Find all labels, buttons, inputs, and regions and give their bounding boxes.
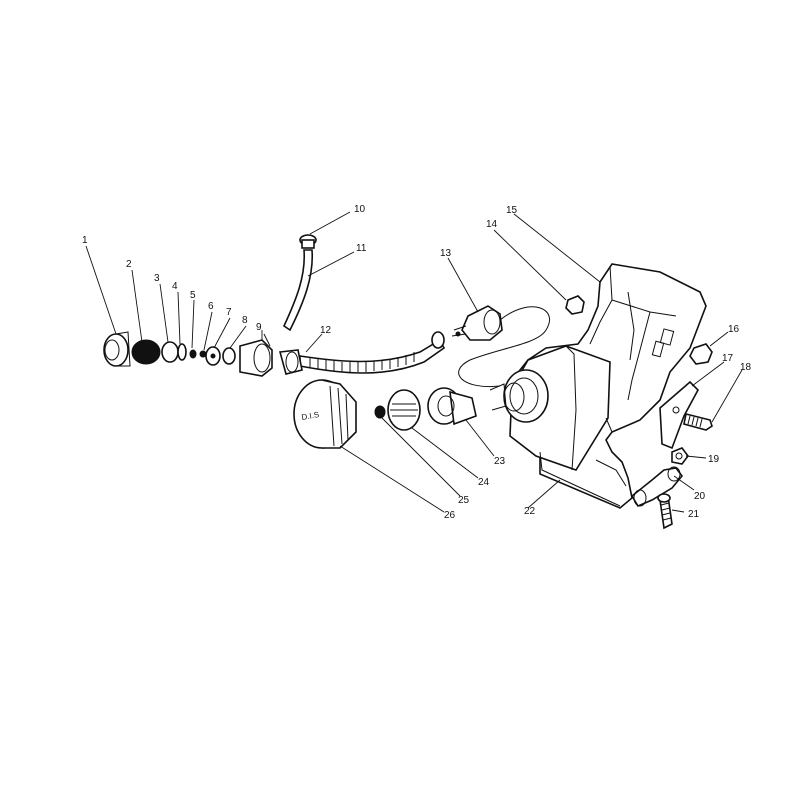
- pin-6: [199, 350, 207, 358]
- vent-10: [299, 234, 317, 249]
- part-label-1: 1: [82, 235, 88, 246]
- bulb-2: [131, 339, 161, 365]
- part-label-18: 18: [740, 362, 752, 373]
- part-labels: 1 2 3 4 5 6 7 8 9 10 11 12 13 14 15 16 1…: [82, 204, 752, 521]
- part-label-4: 4: [172, 281, 178, 292]
- part-label-15: 15: [506, 205, 518, 216]
- part-label-19: 19: [708, 454, 720, 465]
- part-label-17: 17: [722, 353, 734, 364]
- leader-lines: [85, 211, 743, 513]
- part-label-11: 11: [356, 243, 367, 254]
- neck-23: [427, 387, 477, 426]
- bolt-21: [657, 493, 673, 530]
- part-label-10: 10: [354, 204, 366, 215]
- washer-4: [177, 343, 187, 361]
- part-label-25: 25: [458, 495, 470, 506]
- part-label-21: 21: [688, 509, 700, 520]
- part-label-26: 26: [444, 510, 456, 521]
- screw-18: [683, 413, 713, 431]
- housing-9: [239, 333, 303, 377]
- fuel-cap-26: D.I.S: [293, 379, 357, 449]
- part-label-13: 13: [440, 248, 452, 259]
- part-label-3: 3: [154, 273, 160, 284]
- part-label-14: 14: [486, 219, 498, 230]
- nut-19: [671, 447, 689, 465]
- part-label-9: 9: [256, 322, 262, 333]
- gasket-25: [374, 405, 386, 419]
- part-label-12: 12: [320, 325, 332, 336]
- cap-3: [161, 341, 179, 363]
- cap-marking: D.I.S: [301, 410, 320, 422]
- o-ring-8: [222, 347, 236, 365]
- grommet-14: [565, 295, 585, 315]
- part-label-22: 22: [524, 506, 536, 517]
- vent-hose-11: [282, 249, 314, 332]
- part-label-16: 16: [728, 324, 740, 335]
- bracket-17: [659, 380, 699, 450]
- grommet-16: [689, 343, 713, 365]
- part-label-5: 5: [190, 290, 196, 301]
- part-label-2: 2: [126, 259, 132, 270]
- part-label-24: 24: [478, 477, 490, 488]
- fuel-tank: [489, 263, 707, 509]
- fuel-filter-13: [451, 305, 550, 388]
- part-label-20: 20: [694, 491, 706, 502]
- fuel-line-12: [299, 331, 446, 374]
- ring-1: [103, 331, 131, 367]
- part-label-8: 8: [242, 315, 248, 326]
- spring-5: [189, 349, 197, 359]
- valve-7: [205, 346, 221, 366]
- screen-24: [387, 389, 421, 431]
- part-label-6: 6: [208, 301, 214, 312]
- part-label-23: 23: [494, 456, 506, 467]
- part-label-7: 7: [226, 307, 232, 318]
- fitting-20: [630, 466, 684, 508]
